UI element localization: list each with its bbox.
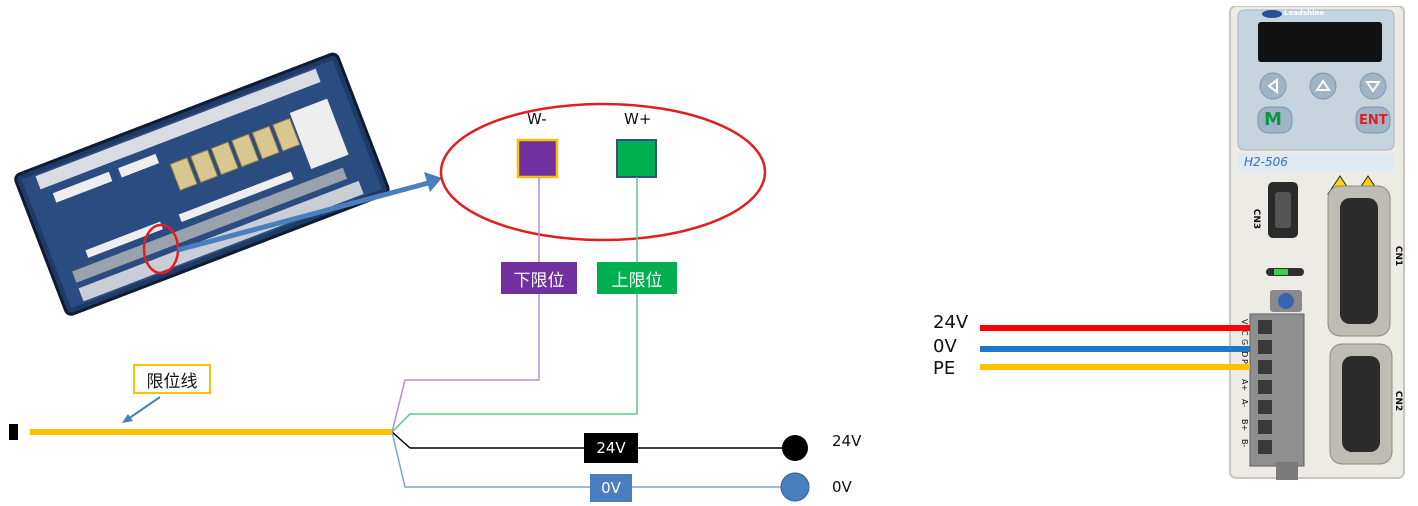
wire-pe-label: PE (933, 358, 956, 379)
label-arrow (127, 396, 161, 420)
pin-label: PE (1229, 359, 1249, 381)
limit-wire-label: 限位线 (133, 364, 211, 394)
lower-limit-tag: 下限位 (501, 262, 577, 294)
upper-limit-tag: 上限位 (597, 262, 677, 294)
pin-label: A- (1240, 399, 1249, 408)
wire-24v-label: 24V (933, 312, 969, 333)
tag-0v: 0V (590, 474, 632, 502)
m-button[interactable]: M (1264, 109, 1282, 130)
zoom-arrow (177, 179, 433, 253)
cn2-label: CN2 (1393, 390, 1404, 412)
cable-end-block (9, 424, 18, 440)
terminal-24v-label: 24V (832, 432, 862, 450)
model-label: H2-506 (1244, 155, 1288, 169)
wire-pe (980, 364, 1250, 370)
tag-24v: 24V (584, 433, 638, 463)
w-minus-terminal (516, 138, 559, 179)
pin-label: B- (1240, 439, 1249, 448)
servo-driver: Leadshine M ENT H2-506 CN3 CN1 CN2 VCC G… (1228, 5, 1406, 484)
brand-logo-text: Leadshine (1284, 9, 1325, 17)
pin-label: B+ (1240, 419, 1249, 432)
blue-wire (391, 431, 793, 488)
wire-0v (980, 346, 1250, 352)
cn1-label: CN1 (1393, 245, 1404, 267)
black-wire (391, 431, 411, 449)
servo-driver-drawing (1229, 5, 1405, 480)
w-plus-label: W+ (624, 110, 652, 128)
ent-button[interactable]: ENT (1359, 113, 1388, 128)
cn3-label: CN3 (1251, 208, 1262, 230)
controller-board-image (14, 52, 390, 316)
terminal-0v-label: 0V (832, 478, 852, 496)
terminal-0v-dot (780, 472, 810, 502)
w-plus-terminal (616, 139, 657, 178)
wire-0v-label: 0V (933, 336, 957, 357)
w-minus-label: W- (527, 110, 547, 128)
pin-label: A+ (1240, 379, 1249, 392)
terminal-24v-dot (782, 435, 808, 461)
pin-labels: VCC GND PE A+ A- B+ B- (1228, 319, 1250, 460)
terminal-callout-ellipse (439, 102, 767, 242)
wire-24v (980, 325, 1250, 331)
green-wire (391, 177, 638, 433)
purple-wire (391, 177, 540, 433)
